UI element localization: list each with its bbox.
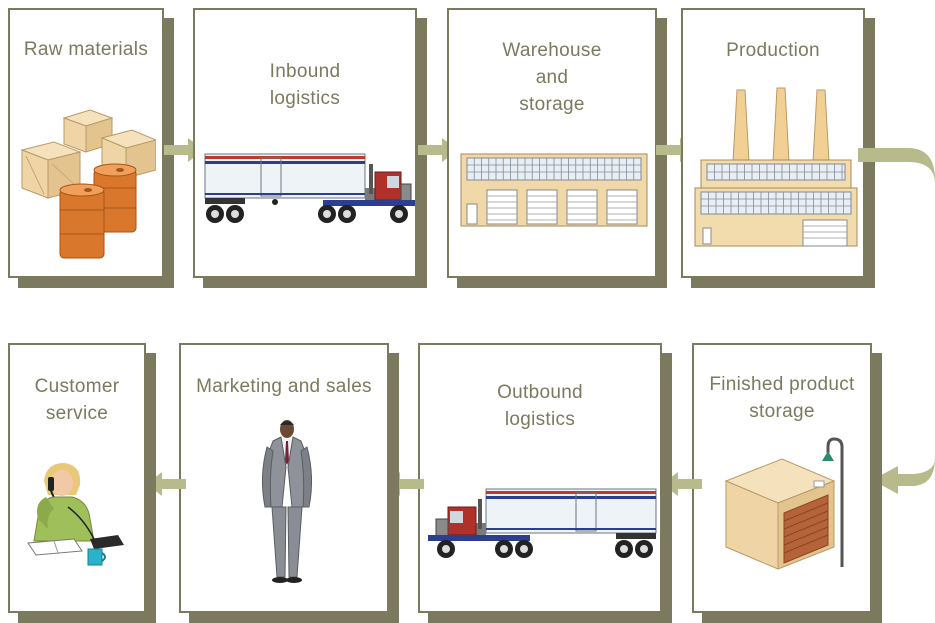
warehouse-icon <box>460 153 648 227</box>
flow-arrow-left <box>662 472 702 496</box>
storage-box-icon <box>724 437 844 570</box>
truck-icon <box>204 153 415 223</box>
stage-label: Warehouse and storage <box>502 40 602 115</box>
stage-label: Outbound logistics <box>497 382 583 430</box>
stage-label: Raw materials <box>23 39 149 60</box>
stage-label: Marketing and sales <box>196 376 372 397</box>
truck-icon <box>428 488 657 558</box>
salesman-icon <box>261 420 313 583</box>
flow-arrow-curved-down <box>858 148 935 494</box>
stage-label: Inbound logistics <box>269 61 341 109</box>
stage-label: Customer service <box>34 376 120 424</box>
customer-service-icon <box>27 463 124 566</box>
stage-label: Production <box>726 40 820 61</box>
stage-label: Finished product storage <box>709 374 855 422</box>
factory-icon <box>694 87 858 247</box>
crates-and-barrels-icon <box>20 109 156 259</box>
flow-arrow-left <box>146 472 186 496</box>
